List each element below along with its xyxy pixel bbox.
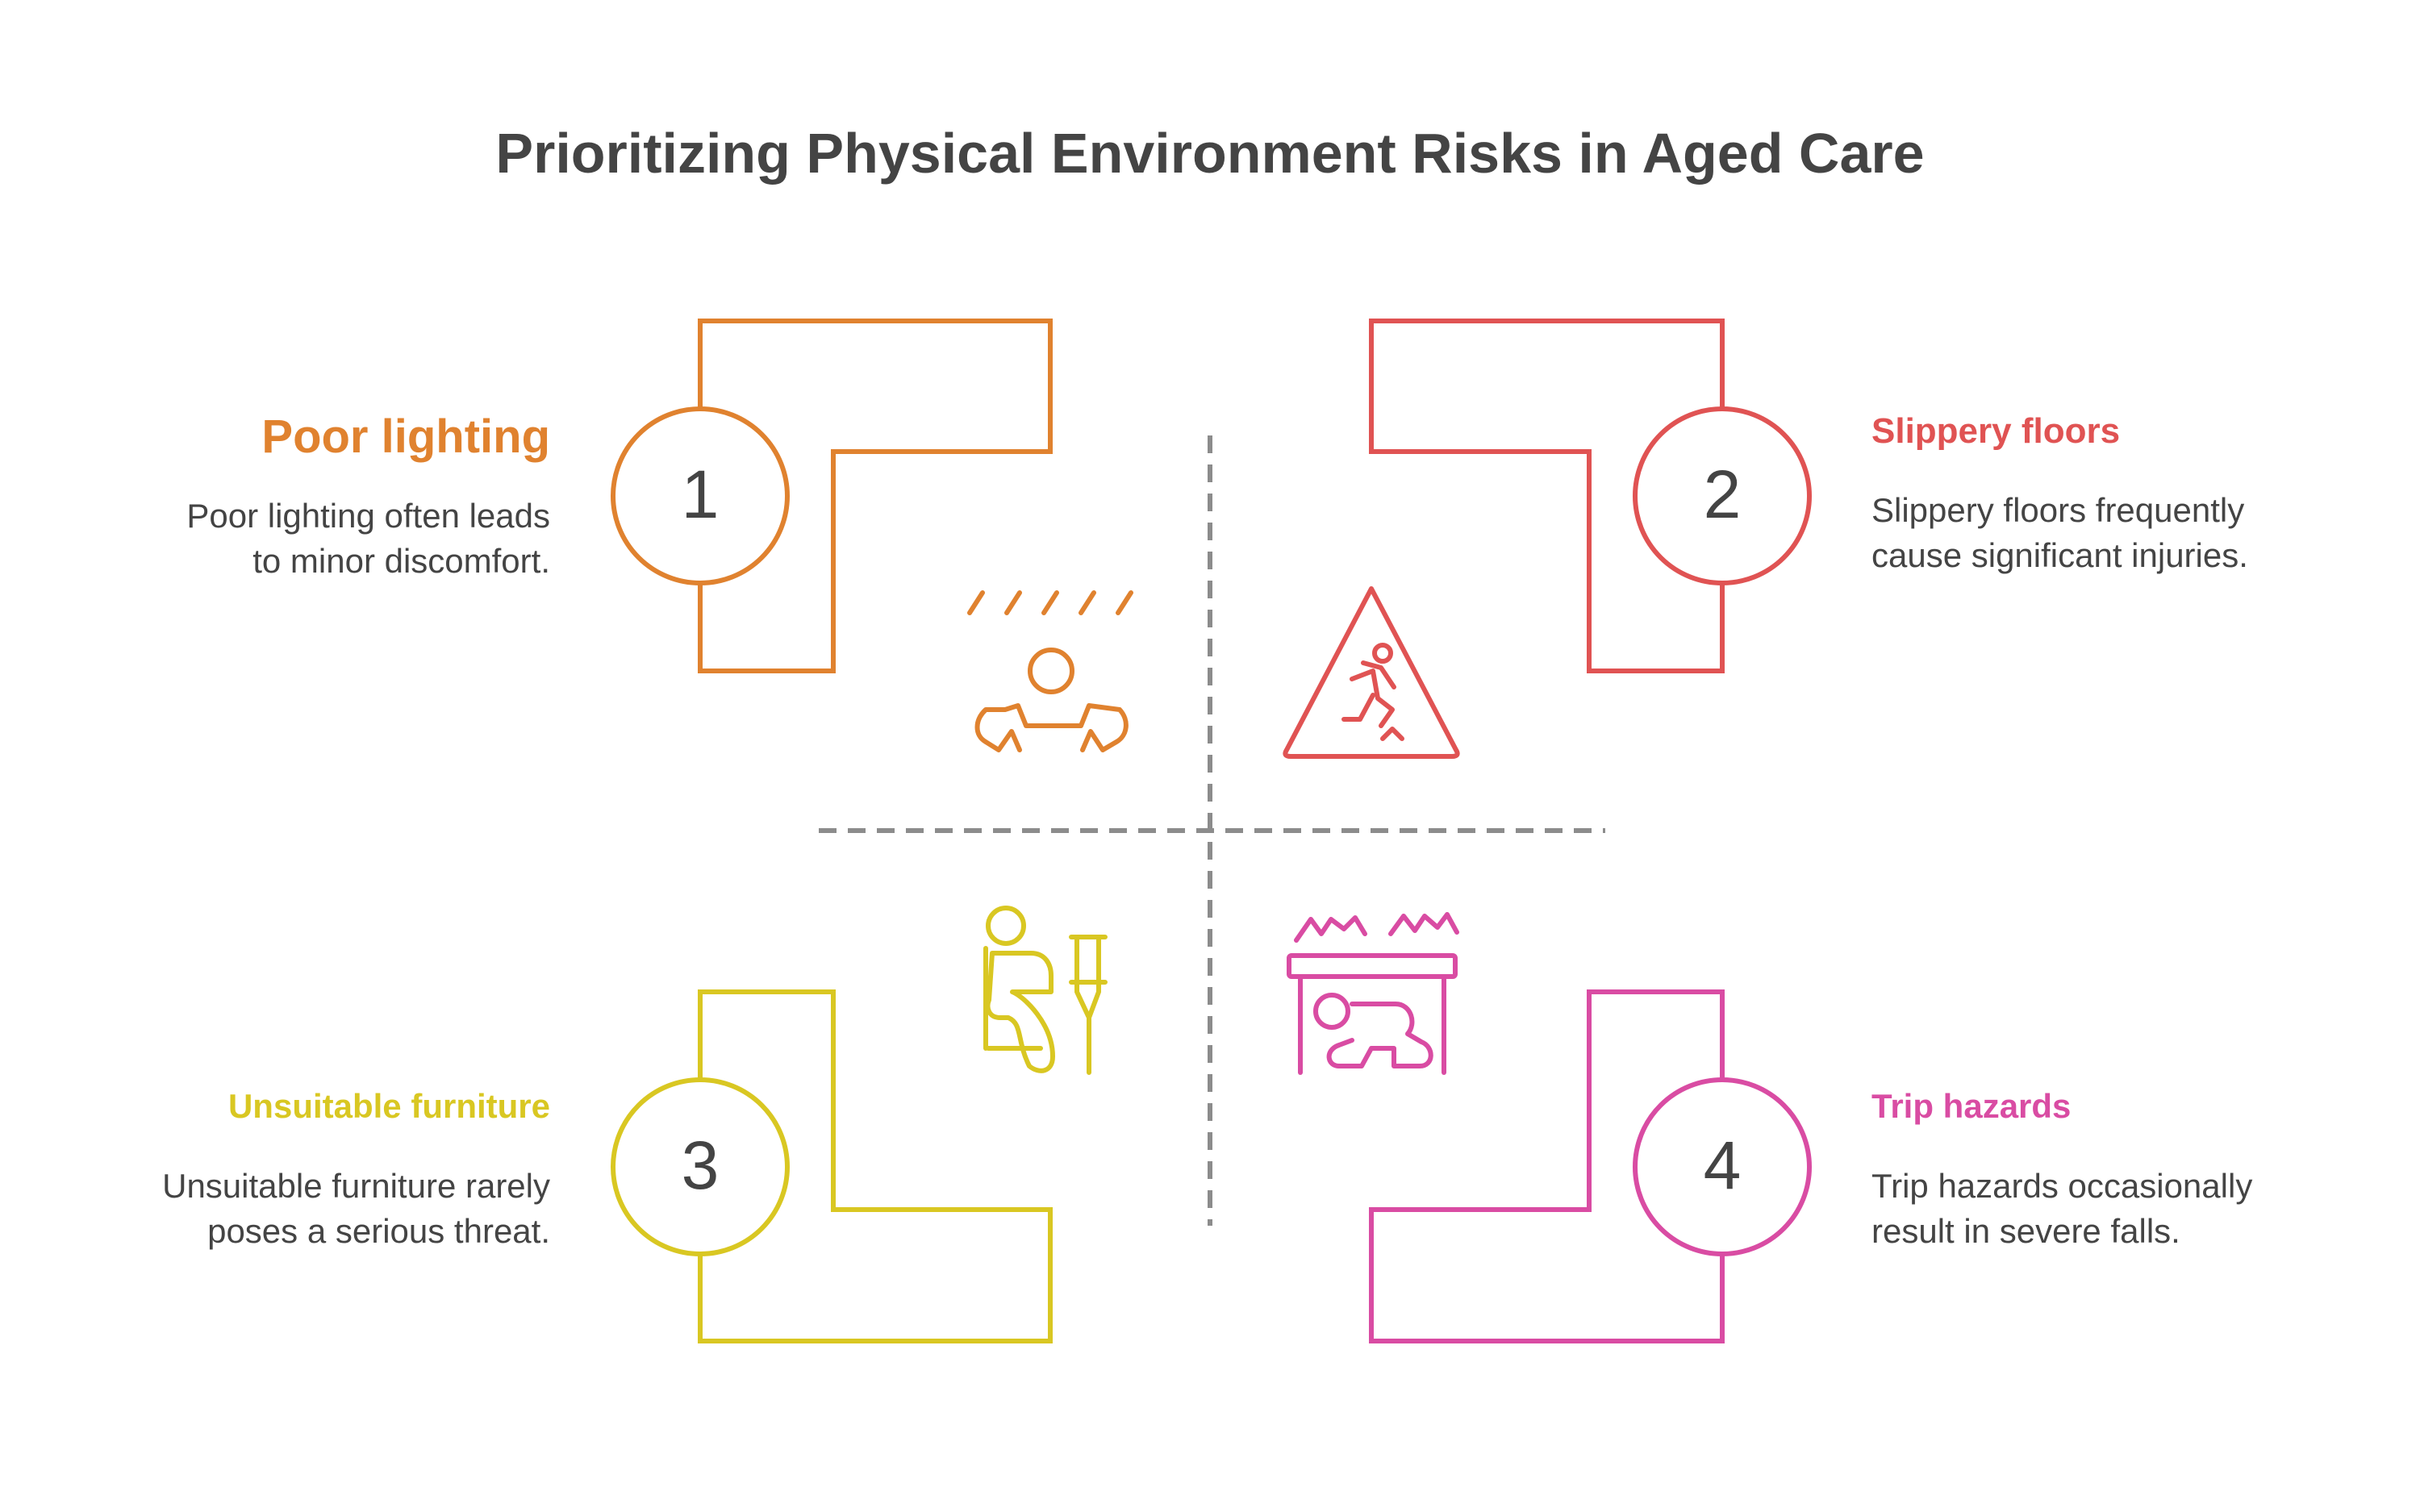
description-line: cause significant injuries.: [1871, 536, 2248, 574]
number-circle-3: [611, 1077, 790, 1256]
number-circle-2: [1633, 406, 1812, 585]
description-poor-lighting: Poor lighting often leads to minor disco…: [186, 494, 550, 584]
slippery-floor-warning-icon: [1283, 586, 1460, 759]
heading-trip-hazards: Trip hazards: [1871, 1087, 2072, 1125]
description-line: Trip hazards occasionally: [1871, 1167, 2253, 1205]
frame-1: [698, 319, 1053, 673]
discomfort-person-icon: [967, 590, 1133, 752]
heading-slippery-floors: Slippery floors: [1871, 411, 2121, 451]
description-trip-hazards: Trip hazards occasionally result in seve…: [1871, 1164, 2252, 1254]
number-circle-1: [611, 406, 790, 585]
number-1: 1: [682, 456, 720, 532]
quadrant-dividers: [819, 435, 1605, 1226]
frame-4: [1369, 989, 1725, 1343]
description-line: Slippery floors frequently: [1871, 491, 2245, 529]
description-line: poses a serious threat.: [207, 1212, 550, 1250]
description-unsuitable-furniture: Unsuitable furniture rarely poses a seri…: [162, 1164, 550, 1254]
description-line: result in severe falls.: [1871, 1212, 2180, 1250]
heading-poor-lighting: Poor lighting: [261, 410, 550, 463]
number-circle-4: [1633, 1077, 1812, 1256]
frame-2: [1369, 319, 1725, 673]
person-on-chair-with-crutch-icon: [983, 906, 1108, 1075]
number-2: 2: [1704, 456, 1742, 532]
heading-unsuitable-furniture: Unsuitable furniture: [227, 1087, 550, 1125]
number-4: 4: [1704, 1127, 1742, 1203]
description-line: Poor lighting often leads: [186, 497, 550, 535]
description-slippery-floors: Slippery floors frequently cause signifi…: [1871, 488, 2248, 578]
description-line: Unsuitable furniture rarely: [162, 1167, 550, 1205]
page-title: Prioritizing Physical Environment Risks …: [495, 122, 1925, 185]
description-line: to minor discomfort.: [252, 542, 550, 580]
number-3: 3: [682, 1127, 720, 1203]
person-crawling-under-table-icon: [1287, 912, 1459, 1075]
frame-3: [698, 989, 1053, 1343]
